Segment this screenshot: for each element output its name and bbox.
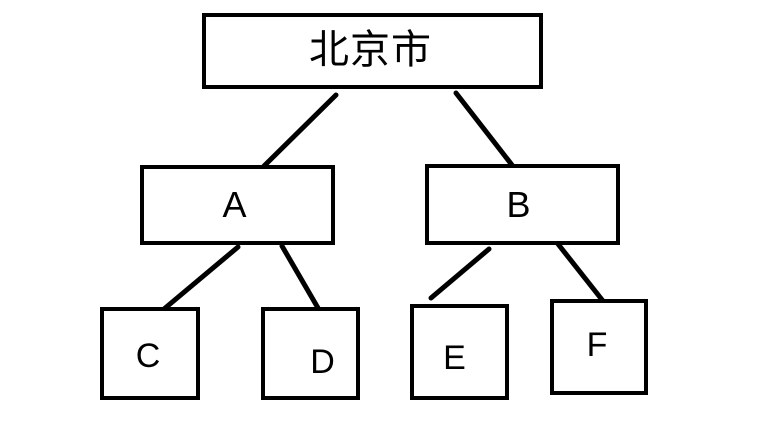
edge-b-f [555,241,606,304]
edge-a-c [161,244,241,312]
tree-node-a[interactable]: A [140,165,335,245]
edge-root-a [261,92,339,169]
tree-node-c[interactable]: C [100,307,200,400]
tree-node-c-label: C [135,336,161,375]
edge-b-e [428,246,492,301]
tree-node-f-label: F [586,326,608,364]
tree-node-root[interactable]: 北京市 [202,13,543,89]
tree-node-e[interactable]: E [410,304,509,400]
tree-node-a-label: A [222,184,247,225]
tree-node-e-label: E [443,339,466,377]
tree-node-b[interactable]: B [425,164,620,245]
edge-a-d [279,243,321,311]
edge-root-b [453,90,515,168]
tree-node-d[interactable]: D [261,307,360,400]
tree-node-b-label: B [506,183,531,225]
tree-node-root-label: 北京市 [309,28,432,72]
tree-node-d-label: D [310,342,335,381]
tree-node-f[interactable]: F [550,299,648,395]
